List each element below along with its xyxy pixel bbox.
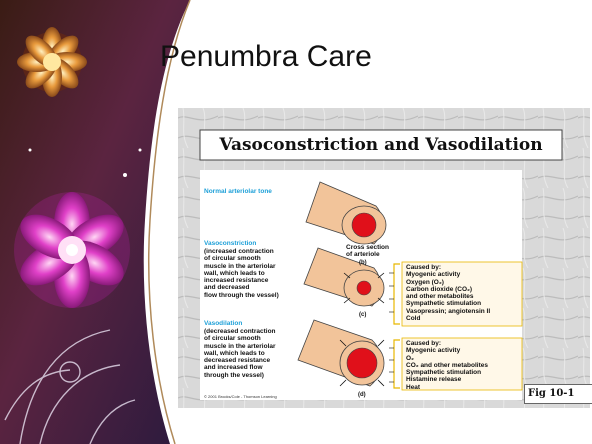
vasoconstriction-description: (increased contraction of circular smoot… (204, 248, 279, 299)
slide-title: Penumbra Care (160, 40, 372, 74)
label-d: (d) (358, 392, 366, 398)
figure-heading: Vasoconstriction and Vasodilation (200, 130, 562, 160)
vasodilation-description: (decreased contraction of circular smoot… (204, 328, 276, 379)
label-c: (c) (359, 312, 366, 318)
label-b: (b) (359, 260, 367, 266)
vasoconstriction-causes: Caused by: Myogenic activity Oxygen (O₂)… (406, 264, 490, 322)
vaso-figure: Vasoconstriction and Vasodilation Normal… (178, 108, 590, 408)
copyright-note: © 2001 Brooks/Cole - Thomson Learning (204, 394, 277, 399)
figure-number-label: Fig 10-1 (524, 384, 592, 404)
vasodilation-causes: Caused by: Myogenic activity O₂ CO₂ and … (406, 340, 488, 391)
cross-section-label: Cross section of arteriole (346, 244, 389, 259)
vasoconstriction-label: Vasoconstriction (204, 240, 256, 247)
orange-flower-icon (17, 27, 87, 97)
normal-tone-label: Normal arteriolar tone (204, 188, 272, 195)
vasodilation-label: Vasodilation (204, 320, 242, 327)
